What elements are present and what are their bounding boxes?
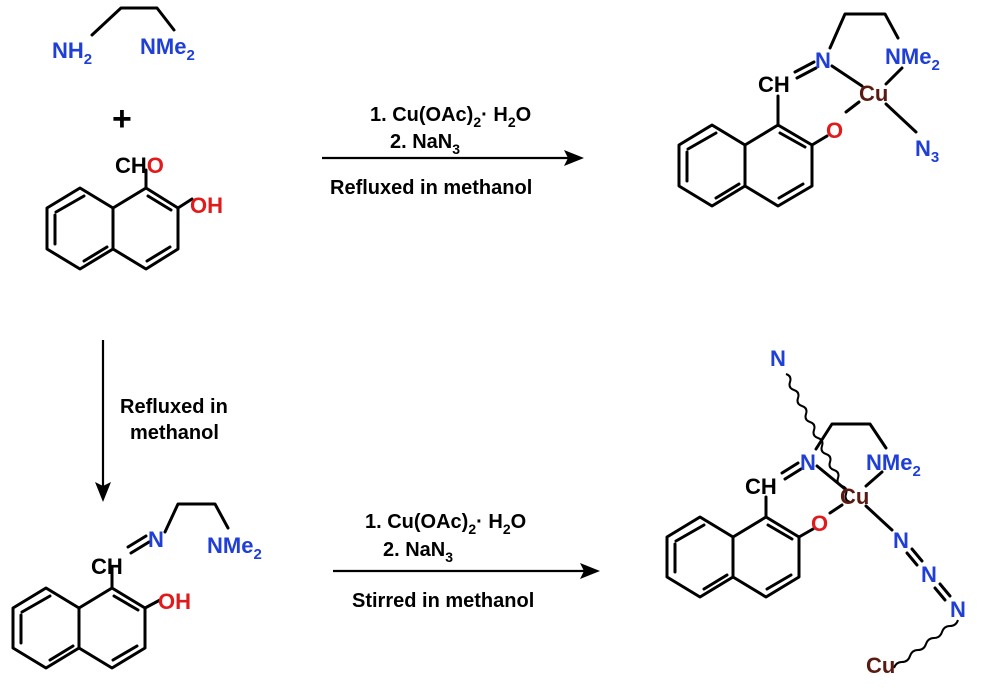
top-condition-label: Refluxed in methanol bbox=[330, 177, 532, 199]
top-product-complex: CH N NMe2 Cu O N3 bbox=[677, 12, 940, 208]
top-copper-label: Cu bbox=[859, 81, 888, 106]
down-reaction-arrow: Refluxed in methanol bbox=[95, 340, 228, 502]
bottom-azide-n2-label: N bbox=[921, 562, 937, 587]
top-imine-ch-label: CH bbox=[758, 72, 790, 97]
bottom-bridging-n-label: N bbox=[770, 346, 786, 371]
bottom-reaction-arrow: 1. Cu(OAc)2· H2O 2. NaN3 Stirred in meth… bbox=[333, 511, 600, 612]
bottom-step2-label: 2. NaN3 bbox=[383, 539, 453, 565]
down-condition-line1: Refluxed in bbox=[120, 396, 228, 418]
top-step2-label: 2. NaN3 bbox=[390, 131, 460, 157]
top-phenoxide-o-label: O bbox=[826, 118, 843, 143]
hydroxyl-label: OH bbox=[190, 193, 223, 218]
top-nme2-label: NMe2 bbox=[885, 44, 940, 74]
schiff-base-ligand: CH N NMe2 OH bbox=[11, 502, 262, 670]
ligand-imine-n-label: N bbox=[148, 527, 164, 552]
top-azide-label: N3 bbox=[915, 136, 939, 166]
bottom-imine-n-label: N bbox=[800, 450, 816, 475]
bottom-bridging-cu-label: Cu bbox=[866, 653, 895, 678]
diamine-reagent: NH2 NMe2 bbox=[52, 6, 195, 68]
bottom-condition-label: Stirred in methanol bbox=[352, 590, 534, 612]
top-step1-label: 1. Cu(OAc)2· H2O bbox=[370, 104, 531, 130]
bottom-imine-ch-label: CH bbox=[745, 474, 777, 499]
ligand-hydroxyl-label: OH bbox=[158, 589, 191, 614]
bottom-product-polymer: N CH N NMe2 Cu O N N N Cu bbox=[665, 346, 966, 678]
ligand-nme2-label: NMe2 bbox=[207, 533, 262, 563]
bottom-step1-label: 1. Cu(OAc)2· H2O bbox=[365, 511, 526, 537]
bottom-nme2-label: NMe2 bbox=[866, 450, 921, 480]
aldehyde-ch-label: CHO bbox=[115, 153, 164, 178]
ligand-imine-ch-label: CH bbox=[91, 554, 123, 579]
bottom-azide-n3-label: N bbox=[950, 597, 966, 622]
aldehyde-reagent: CHO OH bbox=[45, 153, 223, 271]
down-condition-line2: methanol bbox=[130, 422, 219, 444]
bottom-copper-label: Cu bbox=[840, 484, 869, 509]
bottom-phenoxide-o-label: O bbox=[811, 511, 828, 536]
top-reaction-arrow: 1. Cu(OAc)2· H2O 2. NaN3 Refluxed in met… bbox=[322, 104, 584, 199]
amine-nh2-label: NH2 bbox=[52, 38, 92, 68]
plus-sign: + bbox=[112, 100, 132, 138]
bottom-azide-n1-label: N bbox=[893, 528, 909, 553]
top-imine-n-label: N bbox=[815, 48, 831, 73]
amine-nme2-label: NMe2 bbox=[140, 34, 195, 64]
